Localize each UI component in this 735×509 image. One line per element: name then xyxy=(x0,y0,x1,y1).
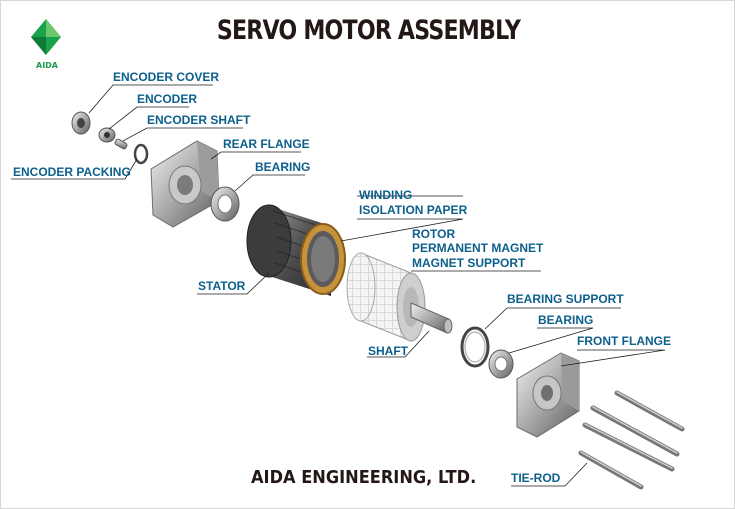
logo-text: AIDA xyxy=(36,61,58,70)
label-rear-flange: REAR FLANGE xyxy=(223,137,310,151)
tie-rods-part xyxy=(578,390,685,490)
label-front-flange: FRONT FLANGE xyxy=(577,334,671,348)
label-magnet-support: MAGNET SUPPORT xyxy=(412,256,526,270)
leader-lines xyxy=(11,84,666,487)
front-flange-part xyxy=(516,352,580,438)
label-tie-rod: TIE-ROD xyxy=(511,471,561,485)
label-encoder-shaft: ENCODER SHAFT xyxy=(147,113,251,127)
front-bearing-part xyxy=(488,349,514,379)
company-footer: AIDA ENGINEERING, LTD. xyxy=(251,467,477,488)
page-title: SERVO MOTOR ASSEMBLY xyxy=(216,15,521,46)
label-winding: WINDING xyxy=(359,188,413,202)
label-bearing-front: BEARING xyxy=(538,313,594,327)
shaft-part xyxy=(410,302,453,334)
aida-logo xyxy=(31,19,61,55)
label-bearing-rear: BEARING xyxy=(255,160,311,174)
rear-flange-part xyxy=(150,140,220,228)
label-isolation-paper: ISOLATION PAPER xyxy=(359,203,468,217)
label-bearing-support: BEARING SUPPORT xyxy=(507,292,624,306)
label-stator: STATOR xyxy=(198,279,246,293)
encoder-part xyxy=(98,127,116,143)
bearing-support-part xyxy=(460,326,490,368)
encoder-packing-part xyxy=(133,143,149,165)
label-encoder-cover: ENCODER COVER xyxy=(113,70,220,84)
label-encoder: ENCODER xyxy=(137,92,198,106)
label-encoder-packing: ENCODER PACKING xyxy=(13,165,131,179)
label-permanent-magnet: PERMANENT MAGNET xyxy=(412,241,544,255)
encoder-cover-part xyxy=(71,111,91,135)
label-rotor: ROTOR xyxy=(412,227,456,241)
label-shaft: SHAFT xyxy=(368,344,408,358)
encoder-shaft-part xyxy=(114,138,128,150)
stator-part xyxy=(246,204,346,296)
rear-bearing-part xyxy=(210,186,240,222)
